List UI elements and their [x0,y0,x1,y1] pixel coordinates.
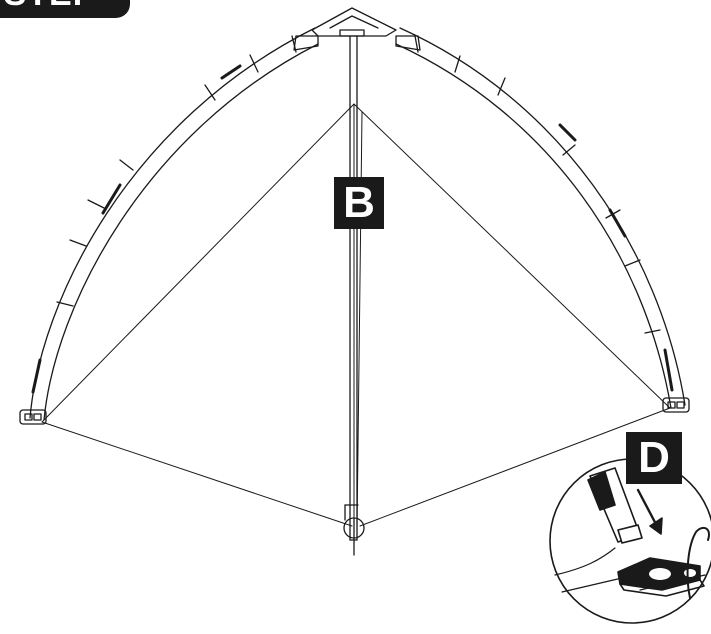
tent-lines [42,104,670,530]
callout-label-b-text: B [343,178,375,228]
left-dome-pole [30,28,318,420]
step-badge-text: STEP [4,0,97,14]
callout-label-b: B [334,177,384,229]
step-badge: STEP [0,0,130,18]
callout-label-d: D [626,432,682,484]
left-pole-sleeves [33,66,240,392]
callout-label-d-text: D [638,433,670,483]
right-dome-pole [396,28,685,408]
